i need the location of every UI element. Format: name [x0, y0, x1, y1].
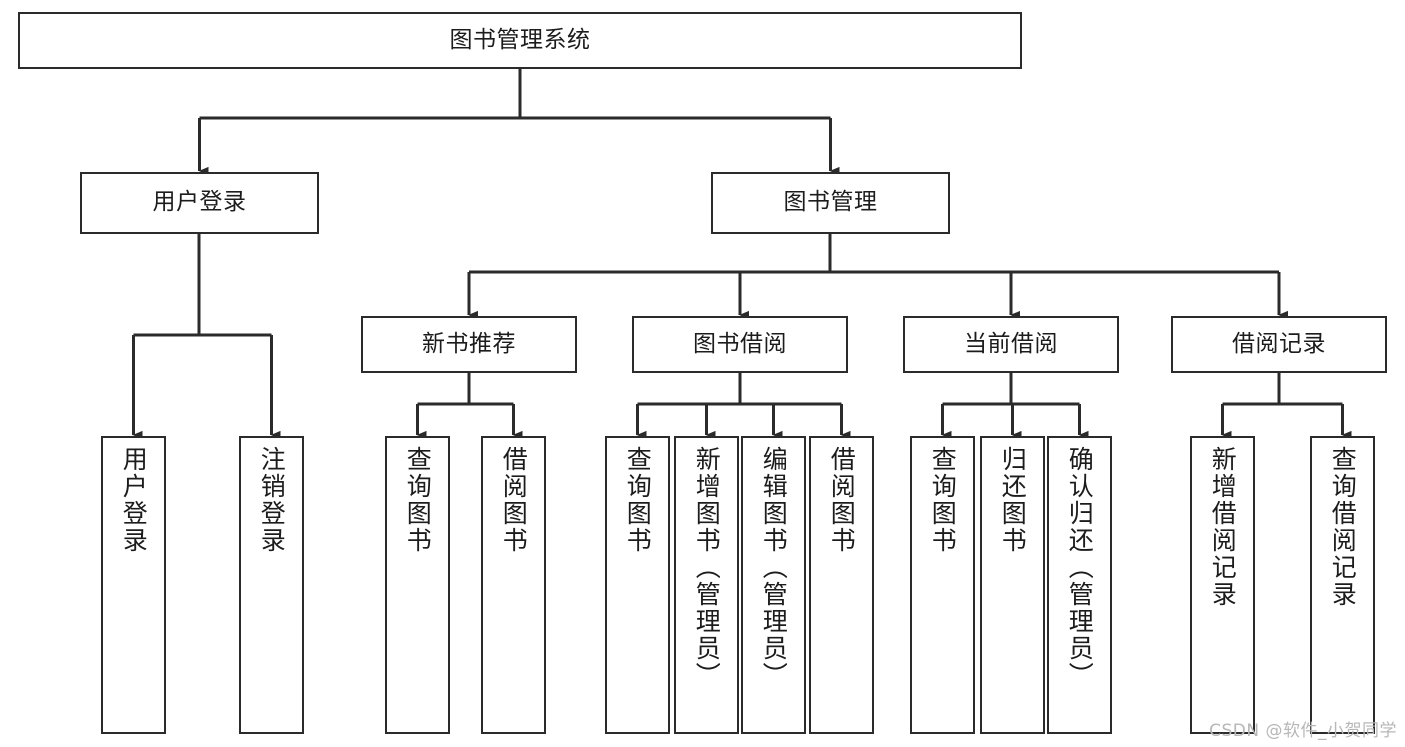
node-label: 新增图书（管理员） — [692, 446, 722, 689]
node-root[interactable]: 图书管理系统 — [18, 12, 1022, 69]
node-l-addrec[interactable]: 新增借阅记录 — [1190, 436, 1255, 734]
node-l-login[interactable]: 用户登录 — [101, 436, 166, 734]
node-label: 归还图书 — [998, 446, 1028, 554]
node-label: 借阅记录 — [1232, 330, 1326, 357]
node-label: 新书推荐 — [422, 330, 516, 357]
node-l-query3[interactable]: 查询图书 — [910, 436, 975, 734]
node-l-borrow1[interactable]: 借阅图书 — [481, 436, 546, 734]
node-label: 当前借阅 — [964, 330, 1058, 357]
node-label: 查询图书 — [928, 446, 958, 554]
node-label: 用户登录 — [152, 189, 247, 216]
node-label: 新增借阅记录 — [1208, 446, 1238, 608]
node-current[interactable]: 当前借阅 — [903, 316, 1119, 373]
node-bookmgmt[interactable]: 图书管理 — [711, 172, 950, 234]
node-label: 查询借阅记录 — [1328, 446, 1358, 608]
node-l-confirm[interactable]: 确认归还（管理员） — [1047, 436, 1112, 734]
node-l-borrow2[interactable]: 借阅图书 — [809, 436, 874, 734]
node-label: 查询图书 — [403, 446, 433, 554]
node-label: 确认归还（管理员） — [1065, 446, 1095, 689]
node-l-query2[interactable]: 查询图书 — [605, 436, 670, 734]
node-l-add[interactable]: 新增图书（管理员） — [674, 436, 739, 734]
node-label: 图书管理系统 — [449, 26, 591, 53]
node-l-query1[interactable]: 查询图书 — [385, 436, 450, 734]
node-l-return[interactable]: 归还图书 — [980, 436, 1045, 734]
node-label: 注销登录 — [257, 446, 287, 554]
node-label: 借阅图书 — [827, 446, 857, 554]
node-newbook[interactable]: 新书推荐 — [361, 316, 577, 373]
node-label: 用户登录 — [119, 446, 149, 554]
node-records[interactable]: 借阅记录 — [1171, 316, 1387, 373]
node-login[interactable]: 用户登录 — [80, 172, 319, 234]
node-l-queryrec[interactable]: 查询借阅记录 — [1310, 436, 1375, 734]
node-label: 图书借阅 — [693, 330, 787, 357]
node-l-edit[interactable]: 编辑图书（管理员） — [741, 436, 806, 734]
node-l-logout[interactable]: 注销登录 — [239, 436, 304, 734]
node-label: 查询图书 — [623, 446, 653, 554]
node-label: 图书管理 — [783, 189, 878, 216]
node-label: 借阅图书 — [499, 446, 529, 554]
node-label: 编辑图书（管理员） — [759, 446, 789, 689]
edges-group — [132, 69, 1352, 440]
node-borrow[interactable]: 图书借阅 — [632, 316, 848, 373]
